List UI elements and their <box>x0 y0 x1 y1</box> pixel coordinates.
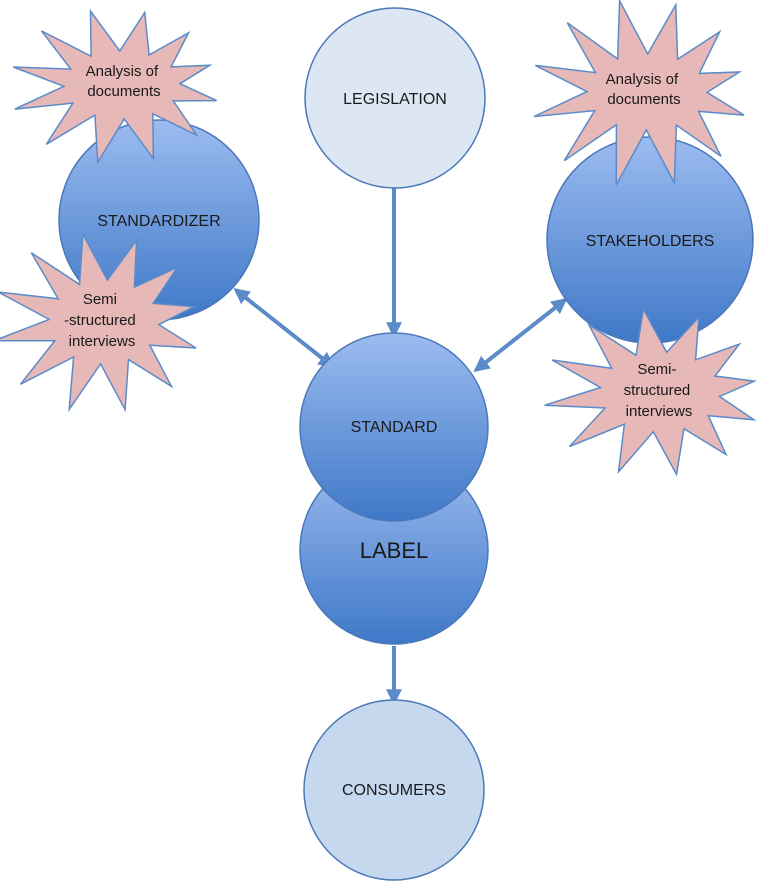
consumers-label: CONSUMERS <box>342 782 446 799</box>
stakeholders-documents-label: Analysis of documents <box>606 71 683 108</box>
standardizer-label: STANDARDIZER <box>97 213 220 230</box>
stakeholders-node: STAKEHOLDERS <box>546 136 754 344</box>
standard-label: STANDARD <box>351 419 438 436</box>
standardizer-interviews-label: Semi -structured interviews <box>64 291 140 350</box>
legislation-label: LEGISLATION <box>343 91 447 108</box>
stakeholders-interviews-label: Semi- structured interviews <box>624 361 695 420</box>
arrow-standardizer-standard <box>233 288 335 368</box>
standard-node: STANDARD <box>299 332 489 522</box>
stakeholders-label: STAKEHOLDERS <box>586 233 715 250</box>
consumers-node: CONSUMERS <box>303 699 485 881</box>
label-label: LABEL <box>360 538 429 563</box>
standardizer-node: STANDARDIZER <box>58 119 260 321</box>
arrow-stakeholders-standard <box>473 298 568 372</box>
starburst-icon <box>12 8 217 165</box>
starburst-icon <box>544 307 758 477</box>
legislation-node: LEGISLATION <box>304 7 486 189</box>
standardizer-documents-label: Analysis of documents <box>86 63 163 100</box>
starburst-icon <box>533 0 745 186</box>
starburst-icon <box>0 231 197 413</box>
